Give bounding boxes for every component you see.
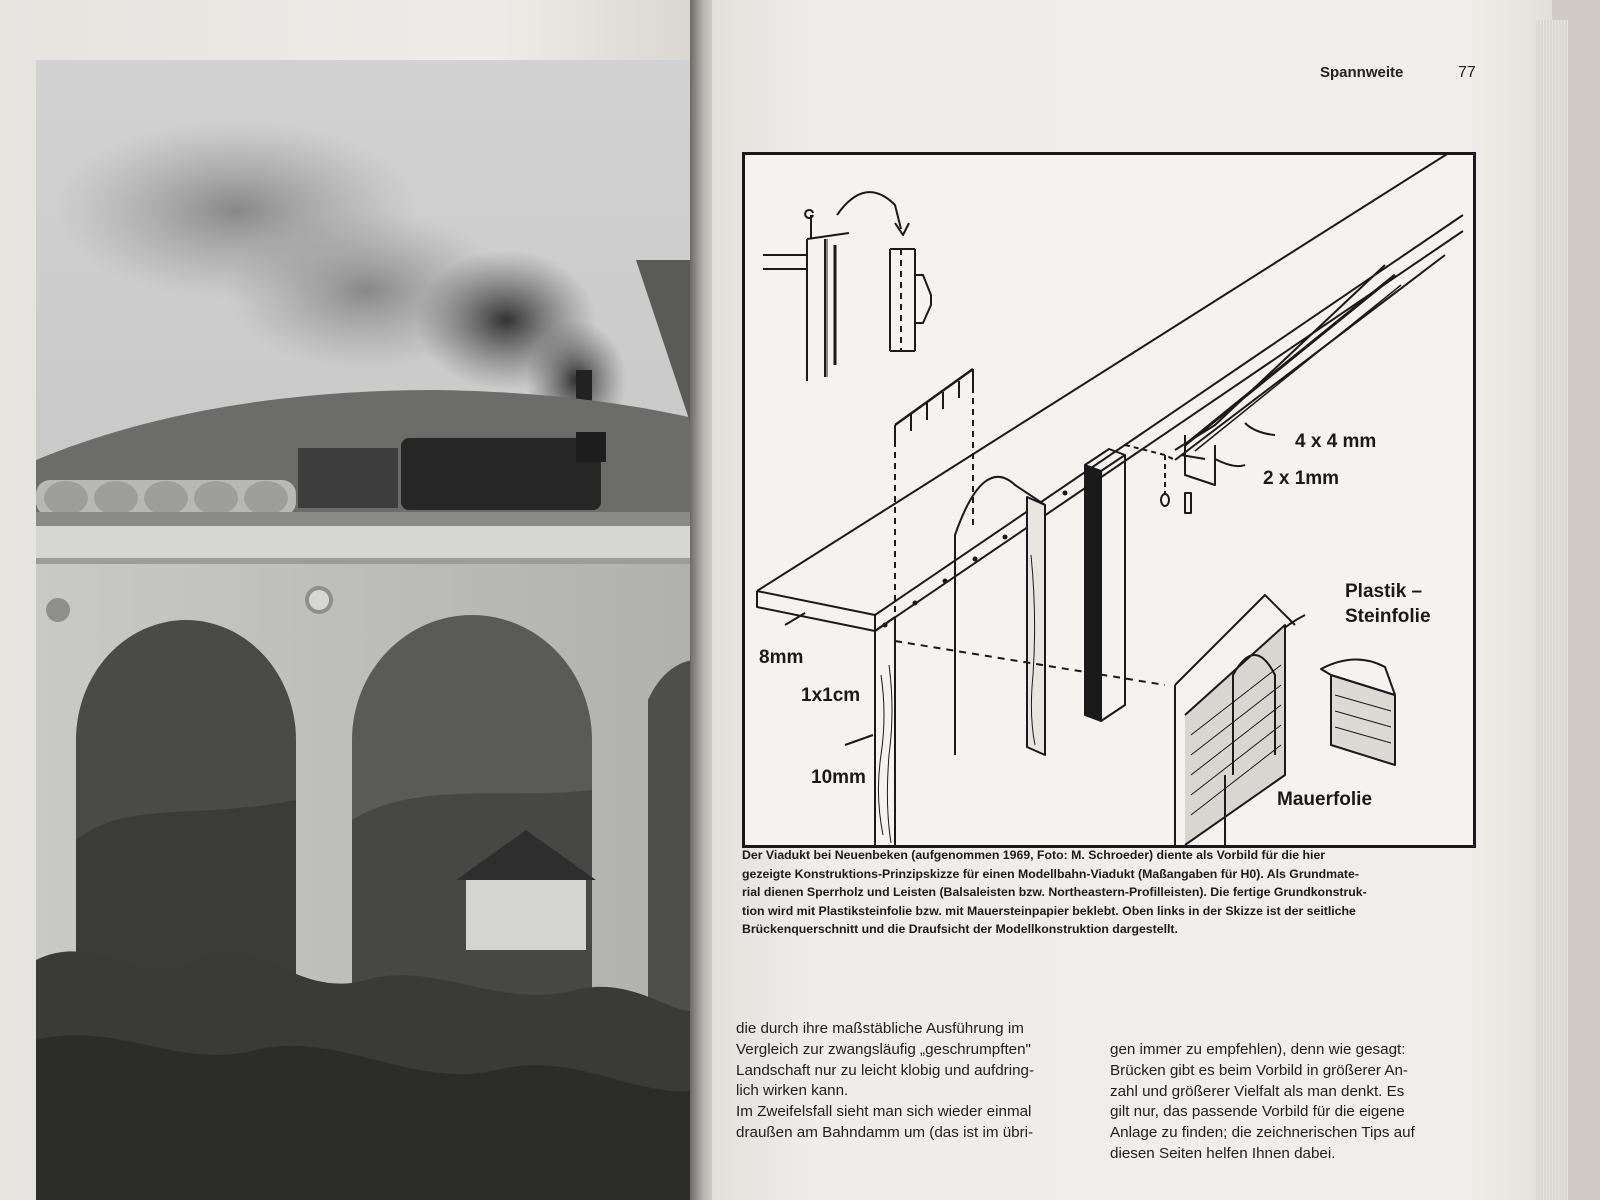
body-line: diesen Seiten helfen Ihnen dabei. xyxy=(1110,1144,1336,1162)
caption-line: tion wird mit Plastiksteinfolie bzw. mit… xyxy=(742,903,1356,918)
body-line: Anlage zu finden; die zeichnerischen Tip… xyxy=(1110,1124,1415,1142)
body-line: die durch ihre maßstäbliche Ausführung i… xyxy=(736,1020,1024,1037)
label-steinfolie: Steinfolie xyxy=(1345,606,1431,627)
label-8mm: 8mm xyxy=(759,647,804,668)
caption-line: gezeigte Konstruktions-Prinzipskizze für… xyxy=(742,866,1359,881)
figure-caption: Der Viadukt bei Neuenbeken (aufgenommen … xyxy=(742,846,1492,939)
caption-line: Brückenquerschnitt und die Draufsicht de… xyxy=(742,922,1178,936)
caption-line: rial dienen Sperrholz und Leisten (Balsa… xyxy=(742,885,1367,899)
body-line: Brücken gibt es beim Vorbild in größerer… xyxy=(1110,1061,1408,1079)
construction-sketch-drawing xyxy=(756,155,1464,845)
page-number: 77 xyxy=(1458,64,1476,81)
body-line: zahl und größerer Vielfalt als man denkt… xyxy=(1110,1082,1405,1100)
construction-sketch: 4 x 4 mm 2 x 1mm Plastik – Steinfolie 8m… xyxy=(742,152,1476,848)
left-page xyxy=(0,0,706,1200)
body-line: Landschaft nur zu leicht klobig und aufd… xyxy=(736,1061,1035,1079)
body-line: gen immer zu empfehlen), denn wie gesagt… xyxy=(1110,1041,1406,1058)
running-header: Spannweite xyxy=(1320,64,1404,81)
body-line: Im Zweifelsfall sieht man sich wieder ei… xyxy=(736,1103,1032,1121)
body-line: gilt nur, das passende Vorbild für die e… xyxy=(1110,1103,1405,1121)
label-2x1-mm: 2 x 1mm xyxy=(1263,468,1340,489)
caption-line: Der Viadukt bei Neuenbeken (aufgenommen … xyxy=(742,848,1326,862)
body-line: Vergleich zur zwangsläufig „geschrumpfte… xyxy=(736,1040,1031,1058)
body-column-left: die durch ihre maßstäbliche Ausführung i… xyxy=(736,1019,1086,1144)
viaduct-photo-drawing xyxy=(36,60,702,1200)
label-mauerfolie: Mauerfolie xyxy=(1277,789,1373,810)
page-edges xyxy=(1536,20,1568,1200)
label-4x4-mm: 4 x 4 mm xyxy=(1295,431,1377,452)
viaduct-photo xyxy=(36,60,702,1200)
body-line: lich wirken kann. xyxy=(736,1082,849,1100)
label-plastik: Plastik – xyxy=(1345,581,1423,602)
body-line: draußen am Bahndamm um (das ist im übri- xyxy=(736,1123,1034,1141)
label-10mm: 10mm xyxy=(811,767,866,788)
body-column-right: gen immer zu empfehlen), denn wie gesagt… xyxy=(1110,1040,1490,1165)
label-1x1-cm: 1x1cm xyxy=(801,685,861,706)
